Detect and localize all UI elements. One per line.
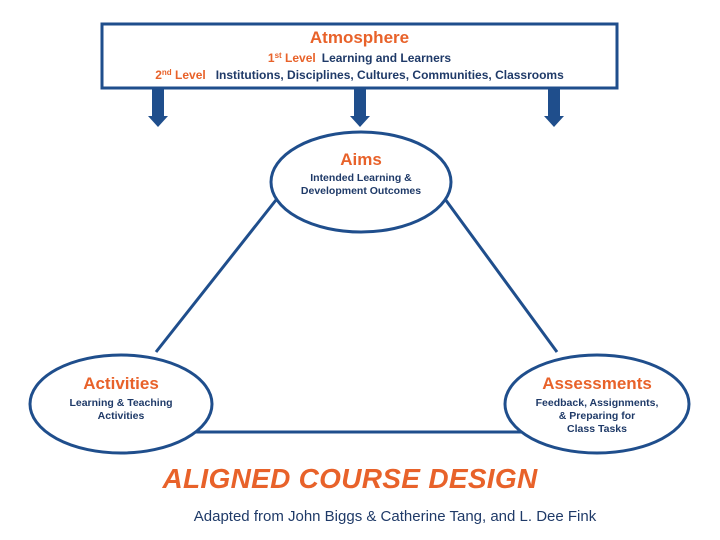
down-arrow-icon bbox=[350, 89, 370, 127]
atmosphere-level-2: 2nd Level Institutions, Disciplines, Cult… bbox=[101, 68, 618, 82]
atmosphere-level-1: 1st Level Learning and Learners bbox=[101, 51, 618, 65]
level-2-text: Institutions, Disciplines, Cultures, Com… bbox=[215, 68, 564, 82]
atmosphere-box bbox=[100, 22, 619, 90]
assessments-line: Feedback, Assignments, bbox=[535, 397, 659, 409]
aims-line: Intended Learning & bbox=[310, 172, 412, 184]
assessments-line: Class Tasks bbox=[567, 423, 627, 435]
activities-description: Learning & Teaching Activities bbox=[30, 397, 212, 423]
level-1-label: 1st Level bbox=[267, 51, 316, 65]
connector-aims-activities bbox=[154, 199, 278, 353]
assessments-line: & Preparing for bbox=[558, 410, 636, 422]
connector-aims-assessments bbox=[443, 198, 559, 353]
level-1-text: Learning and Learners bbox=[321, 51, 452, 65]
aims-description: Intended Learning & Development Outcomes bbox=[270, 172, 452, 198]
activities-line: Activities bbox=[97, 410, 145, 422]
credit-line: Adapted from John Biggs & Catherine Tang… bbox=[193, 508, 597, 525]
aims-ellipse bbox=[269, 130, 453, 234]
assessments-ellipse bbox=[503, 353, 691, 455]
atmosphere-title: Atmosphere bbox=[309, 28, 410, 47]
diagram-title: ALIGNED COURSE DESIGN bbox=[162, 463, 538, 494]
activities-line: Learning & Teaching bbox=[69, 397, 173, 409]
assessments-title: Assessments bbox=[542, 374, 652, 393]
activities-title: Activities bbox=[83, 374, 159, 393]
aims-line: Development Outcomes bbox=[300, 185, 422, 197]
aims-title: Aims bbox=[340, 150, 382, 169]
down-arrow-icon bbox=[148, 89, 168, 127]
assessments-description: Feedback, Assignments, & Preparing for C… bbox=[506, 397, 688, 436]
down-arrow-icon bbox=[544, 89, 564, 127]
activities-ellipse bbox=[28, 353, 214, 455]
level-2-label: 2nd Level bbox=[155, 68, 206, 82]
